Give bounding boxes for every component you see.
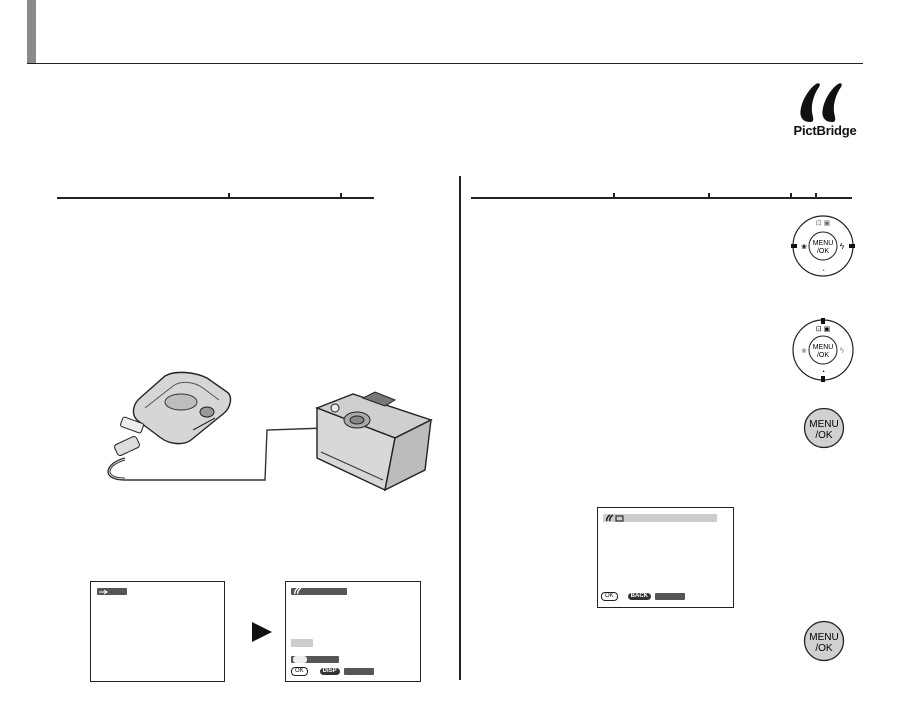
menu-ok-button-icon: MENU /OK xyxy=(803,620,845,662)
disp-key-label: DISP xyxy=(319,668,340,675)
svg-text:ϟ: ϟ xyxy=(840,346,845,355)
transition-arrow-icon xyxy=(252,622,272,642)
right-rule-tick xyxy=(613,193,615,197)
header-rule xyxy=(27,63,863,64)
svg-text:⊡ ▣: ⊡ ▣ xyxy=(816,326,830,333)
selector-dpad-left-right-icon: MENU /OK ⊡ ▣ ❀ ϟ ◔ xyxy=(791,215,855,277)
svg-text:/OK: /OK xyxy=(815,643,833,654)
lcd-print-footer: OK BACK xyxy=(601,592,686,601)
svg-text:ϟ: ϟ xyxy=(840,242,845,251)
left-rule-tick xyxy=(340,193,342,197)
camera-icon xyxy=(120,371,232,445)
right-rule-tick xyxy=(790,193,792,197)
lcd-footer-bar xyxy=(343,668,374,675)
right-rule-tick xyxy=(708,193,710,197)
pictbridge-icon xyxy=(294,588,302,595)
lcd-footer: OK DISP xyxy=(291,667,374,676)
pictbridge-print-icon xyxy=(606,514,624,522)
menu-ok-button-icon: MENU /OK xyxy=(803,407,845,449)
svg-text:❀: ❀ xyxy=(801,244,807,251)
back-key-label: BACK xyxy=(627,593,652,600)
camera-printer-connection-illustration xyxy=(107,371,433,492)
svg-text:MENU: MENU xyxy=(813,240,834,247)
left-rule-tick xyxy=(228,193,230,197)
right-rule-tick xyxy=(815,193,817,197)
menu-label: MENU xyxy=(809,419,838,430)
lcd-pictbridge-screen: OK DISP xyxy=(285,581,421,682)
left-right-keys-icon xyxy=(293,656,307,663)
lcd-select-bar xyxy=(291,656,339,663)
lcd-print-screen: OK BACK xyxy=(597,507,734,608)
printer-icon xyxy=(315,391,433,492)
svg-text:❀: ❀ xyxy=(801,348,807,355)
column-divider xyxy=(459,176,461,680)
svg-text:⊡ ▣: ⊡ ▣ xyxy=(816,220,830,227)
pictbridge-logo-icon xyxy=(800,83,842,122)
lcd-usb-screen xyxy=(90,581,225,682)
selector-dpad-up-down-icon: MENU /OK ⊡ ▣ ❀ ϟ ◔ xyxy=(792,318,854,382)
svg-text:MENU: MENU xyxy=(813,344,834,351)
usb-status-bar xyxy=(97,588,127,597)
svg-text:/OK: /OK xyxy=(817,352,829,359)
svg-text:◔: ◔ xyxy=(821,369,825,376)
pictbridge-logo-text: PictBridge xyxy=(793,123,857,138)
lcd-frame-indicator xyxy=(291,639,313,647)
pictbridge-status-bar xyxy=(291,588,347,595)
svg-text:MENU: MENU xyxy=(809,632,838,643)
header-accent-bar xyxy=(27,0,36,64)
right-section-rule xyxy=(471,197,852,199)
svg-text:/OK: /OK xyxy=(815,430,833,441)
ok-key-label: OK xyxy=(291,667,308,676)
ok-key-label: OK xyxy=(601,592,618,601)
svg-text:/OK: /OK xyxy=(817,248,829,255)
lcd-footer-bar xyxy=(655,593,686,600)
svg-text:◔: ◔ xyxy=(821,268,825,275)
usb-icon xyxy=(99,589,108,595)
left-section-rule xyxy=(57,197,374,199)
print-status-bar xyxy=(603,514,717,522)
